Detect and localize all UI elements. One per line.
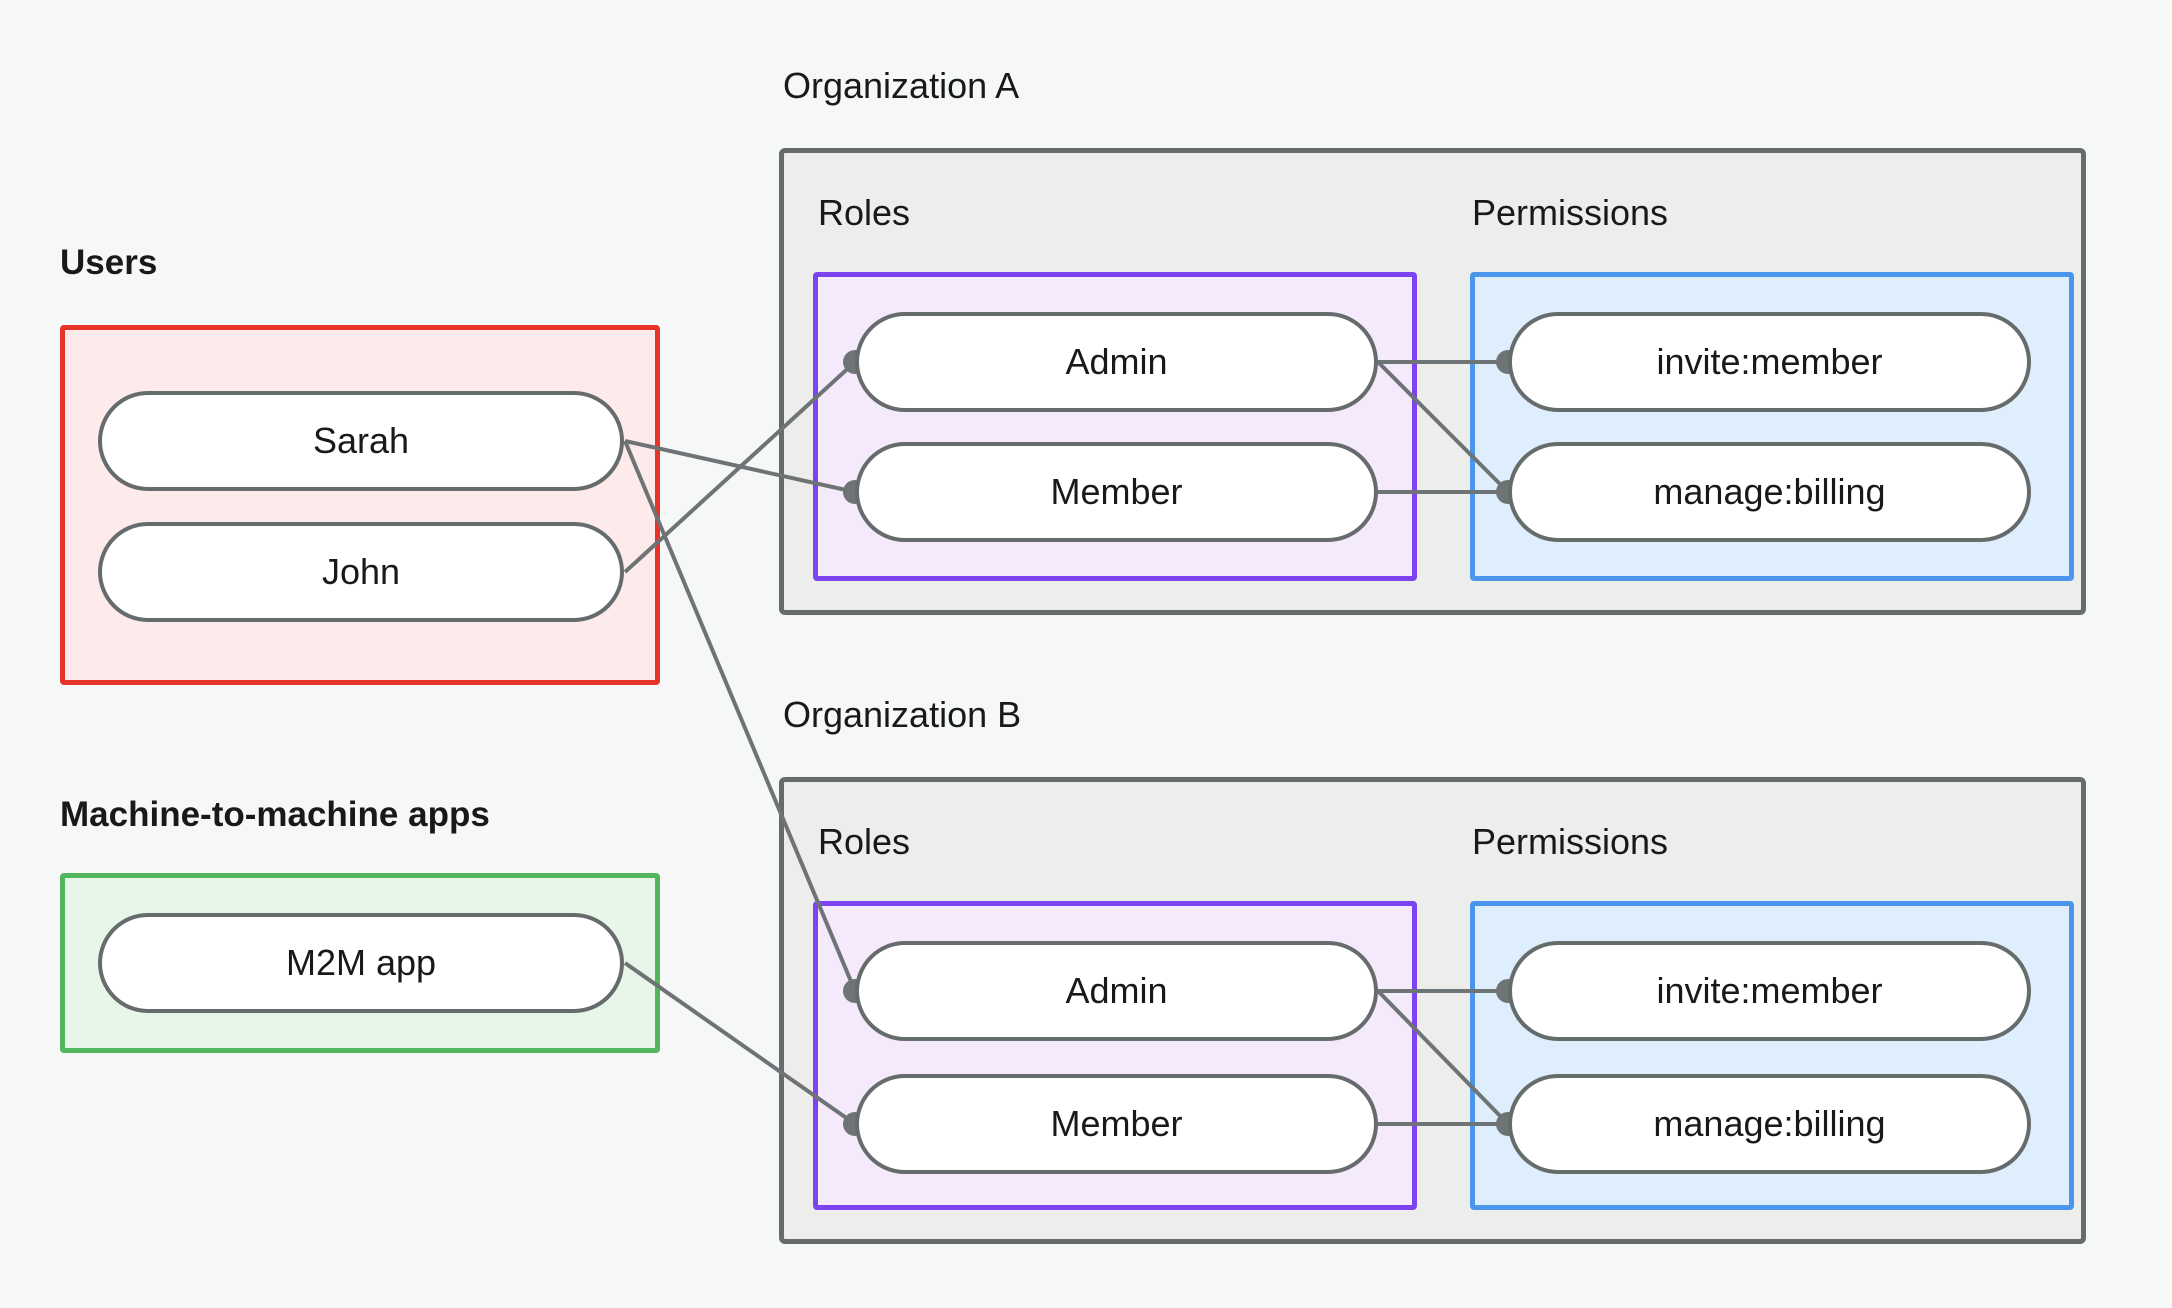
org-b-role-pill-admin-label: Admin xyxy=(1065,970,1168,1011)
org-a-title: Organization A xyxy=(783,65,1020,106)
org-b-perm-pill-billing-label: manage:billing xyxy=(1653,1103,1886,1144)
user-pill-john-label: John xyxy=(321,551,401,592)
org-b-role-pill-member[interactable]: Member xyxy=(855,1074,1378,1174)
org-b-role-pill-admin[interactable]: Admin xyxy=(855,941,1378,1041)
org-a-role-pill-member[interactable]: Member xyxy=(855,442,1378,542)
org-a-role-pill-member-label: Member xyxy=(1050,471,1183,512)
org-a-roles-label: Roles xyxy=(818,192,911,233)
org-b-permissions-label: Permissions xyxy=(1472,821,1669,862)
org-b-perm-pill-billing[interactable]: manage:billing xyxy=(1508,1074,2031,1174)
org-b-role-pill-member-label: Member xyxy=(1050,1103,1183,1144)
org-a-role-pill-admin[interactable]: Admin xyxy=(855,312,1378,412)
org-a-perm-pill-billing[interactable]: manage:billing xyxy=(1508,442,2031,542)
org-b-perm-pill-invite[interactable]: invite:member xyxy=(1508,941,2031,1041)
m2m-heading: Machine-to-machine apps xyxy=(60,795,490,834)
org-b-perm-pill-invite-label: invite:member xyxy=(1656,970,1883,1011)
user-pill-sarah-label: Sarah xyxy=(312,420,410,461)
org-a-perm-pill-billing-label: manage:billing xyxy=(1653,471,1886,512)
users-heading: Users xyxy=(60,243,158,282)
user-pill-sarah[interactable]: Sarah xyxy=(98,391,624,491)
org-a-permissions-label: Permissions xyxy=(1472,192,1669,233)
org-b-title: Organization B xyxy=(783,694,1022,735)
org-b-roles-label: Roles xyxy=(818,821,911,862)
user-pill-john[interactable]: John xyxy=(98,522,624,622)
org-a-perm-pill-invite[interactable]: invite:member xyxy=(1508,312,2031,412)
org-a-role-pill-admin-label: Admin xyxy=(1065,341,1168,382)
org-a-perm-pill-invite-label: invite:member xyxy=(1656,341,1883,382)
users-group-box xyxy=(60,325,660,685)
m2m-pill-app-label: M2M app xyxy=(285,942,437,983)
m2m-pill-app[interactable]: M2M app xyxy=(98,913,624,1013)
